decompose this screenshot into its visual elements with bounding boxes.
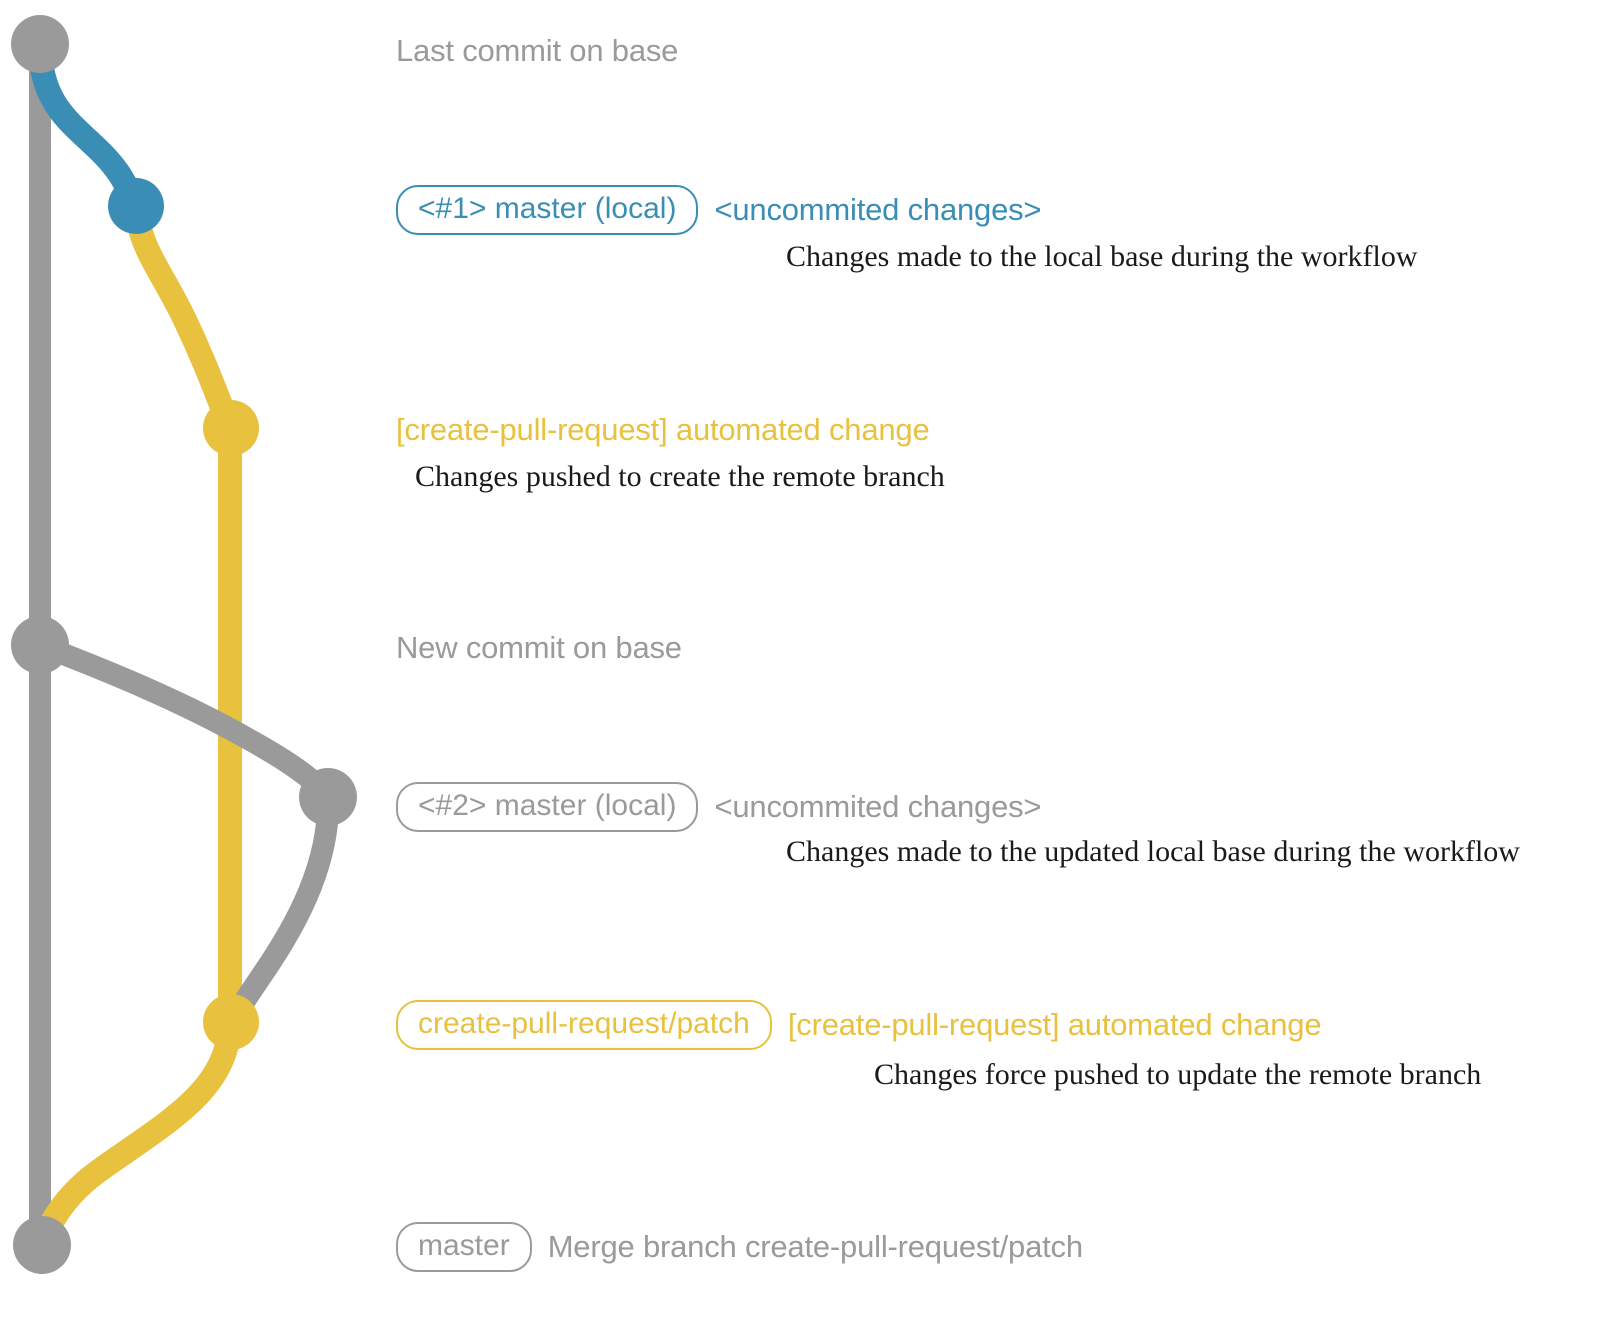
commit-node-new-base[interactable] — [11, 616, 69, 674]
commit-node-automated-change-2[interactable] — [203, 994, 259, 1050]
commit-node-merge[interactable] — [13, 1216, 71, 1274]
branch-badge-create-pull-request-patch[interactable]: create-pull-request/patch — [396, 1000, 772, 1050]
row-new-commit-on-base: New commit on base — [396, 630, 682, 666]
local-master-2-in-line — [221, 786, 340, 1033]
row-last-commit-on-base: Last commit on base — [396, 33, 678, 69]
commit-node-master-local-1[interactable] — [108, 178, 164, 234]
merge-line — [30, 1010, 242, 1257]
commit-subject: [create-pull-request] automated change — [787, 1007, 1322, 1042]
row-master-local-2: <#2> master (local) <uncommited changes> — [396, 782, 1042, 832]
branch-badge-master-local-2[interactable]: <#2> master (local) — [396, 782, 699, 832]
commit-subject: Merge branch create-pull-request/patch — [547, 1229, 1083, 1264]
note-automated-change-2: Changes force pushed to update the remot… — [874, 1058, 1482, 1091]
commit-subject: [create-pull-request] automated change — [396, 412, 930, 447]
branch-badge-master[interactable]: master — [396, 1222, 532, 1272]
commit-subject: <uncommited changes> — [714, 192, 1042, 227]
commit-subject: New commit on base — [396, 630, 682, 665]
row-merge-commit: master Merge branch create-pull-request/… — [396, 1222, 1083, 1272]
commit-subject: <uncommited changes> — [714, 789, 1042, 824]
commit-node-last-base[interactable] — [11, 15, 69, 73]
local-master-2-out-line — [29, 634, 339, 808]
row-automated-change-2: create-pull-request/patch [create-pull-r… — [396, 1000, 1322, 1050]
commit-node-automated-change-1[interactable] — [203, 400, 259, 456]
patch-branch-line — [124, 194, 242, 1034]
note-master-local-1: Changes made to the local base during th… — [786, 240, 1418, 273]
row-automated-change-1: [create-pull-request] automated change — [396, 412, 930, 448]
commit-node-master-local-2[interactable] — [299, 768, 357, 826]
branch-badge-master-local-1[interactable]: <#1> master (local) — [396, 185, 699, 235]
commit-subject: Last commit on base — [396, 33, 679, 68]
row-master-local-1: <#1> master (local) <uncommited changes> — [396, 185, 1042, 235]
note-master-local-2: Changes made to the updated local base d… — [786, 835, 1520, 868]
note-automated-change-1: Changes pushed to create the remote bran… — [415, 460, 945, 493]
